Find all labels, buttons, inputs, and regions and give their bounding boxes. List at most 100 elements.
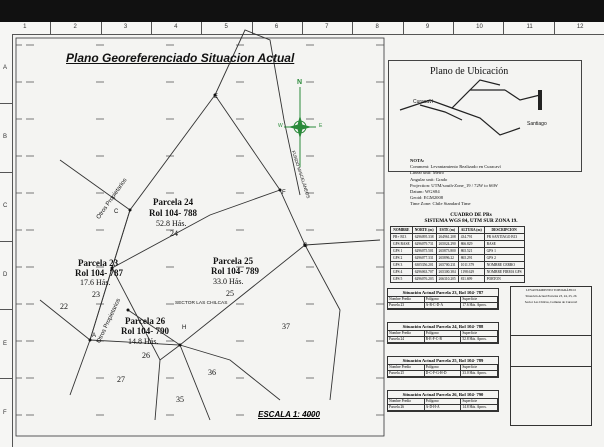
table-cell: Polígono xyxy=(424,331,462,337)
notes-line: Time Zone: Chile Standard Time xyxy=(410,201,471,207)
situacion-title: Situación Actual Parcela 26, Rol 104- 79… xyxy=(388,391,498,399)
grid-row-divider xyxy=(0,171,12,173)
column-header: DESCRIPCION xyxy=(483,226,525,234)
table-cell: GPS 2 xyxy=(390,254,413,262)
table-cell: GPS 1 xyxy=(390,247,413,255)
notes-line: Datum: WGS84 xyxy=(410,189,440,195)
map-notes: NOTA: Comment: Levantamiento Realizado e… xyxy=(410,158,501,208)
boundary-h-36 xyxy=(179,344,281,401)
table-cell: 265700.231 xyxy=(435,261,459,269)
table-cell: 266310.205 xyxy=(435,275,459,283)
parcel-24-rol: Rol 104- 788 xyxy=(149,208,197,218)
location-map-roads xyxy=(399,79,541,136)
grid-column-label: 4 xyxy=(174,24,178,30)
situacion-title: Situación Actual Parcela 23, Rol 104- 78… xyxy=(388,289,498,297)
table-cell: Polígono xyxy=(424,297,462,303)
parcel-24-area: 52.8 Hás. xyxy=(156,219,187,228)
grid-column-divider xyxy=(503,22,505,34)
parcel-25-rol: Rol 104- 789 xyxy=(211,266,259,276)
vertex-h-label: H xyxy=(182,325,187,331)
map-scale: ESCALA 1: 4000 xyxy=(258,410,320,419)
table-cell: GPS 3 xyxy=(390,261,413,269)
grid-column-divider xyxy=(201,22,203,34)
title-block-signature-area xyxy=(511,366,591,407)
location-town-santiago: Santiago xyxy=(527,121,547,127)
notes-line: Comment: Levantamiento Realizado en Cura… xyxy=(410,164,501,170)
situacion-table-25: Situación Actual Parcela 25, Rol 104- 78… xyxy=(387,356,499,378)
parcel-27-number: 27 xyxy=(117,375,125,384)
boundary-lower-left xyxy=(39,299,91,341)
grid-column-divider xyxy=(352,22,354,34)
table-cell: 6296075.501 xyxy=(411,247,437,255)
table-cell: 865.521 xyxy=(457,247,485,255)
table-cell: Nombre Predio xyxy=(388,297,425,303)
location-town-curacavi: Curacaví xyxy=(413,99,434,105)
table-cell: Parcela 24 xyxy=(388,337,425,343)
table-cell: GPS 1 xyxy=(483,247,525,255)
column-header: ALTURA (m) xyxy=(457,226,485,234)
table-cell: GPS 2 xyxy=(483,254,525,262)
grid-column-label: 3 xyxy=(123,24,128,30)
parcel-22-number: 22 xyxy=(60,302,68,311)
notes-heading: NOTA: xyxy=(410,158,425,163)
table-cell: GPS 5 xyxy=(390,275,413,283)
grid-column-divider xyxy=(151,22,152,34)
table-cell: 6296079.731 xyxy=(411,240,437,248)
pr-coordinates-table: NOMBRE NORTE (m) ESTE (m) ALTURA (m) DES… xyxy=(390,226,525,283)
table-cell: 33.0 Hás. Aprox. xyxy=(461,371,499,377)
table-cell: BASE xyxy=(483,240,525,248)
location-map-box xyxy=(388,60,582,172)
notes-line: Angular unit: Grado xyxy=(410,176,448,182)
parcel-23-rol: Rol 104- 787 xyxy=(75,268,123,278)
parcel-36-number: 36 xyxy=(208,368,216,377)
table-cell: Nombre Predio xyxy=(388,399,425,405)
table-cell: 1011.379 xyxy=(457,261,485,269)
map-title: Plano Georeferenciado Situacion Actual xyxy=(66,51,295,65)
parcel-25-area: 33.0 Hás. xyxy=(213,277,244,286)
compass-east-label: E xyxy=(319,123,323,129)
table-header-row: NOMBRE NORTE (m) ESTE (m) ALTURA (m) DES… xyxy=(390,226,525,234)
grid-column-label: 1 xyxy=(23,24,27,30)
parcel-26-name: Parcela 26 xyxy=(125,316,166,326)
title-block-line: LEVANTAMIENTO TOPOGRÁFICO xyxy=(526,288,576,292)
compass-north-label: N xyxy=(297,79,303,86)
situacion-title: Situación Actual Parcela 25, Rol 104- 78… xyxy=(388,357,498,365)
table-cell: 17.6 Hás. Aprox. xyxy=(461,303,499,309)
table-cell: 265300.384 xyxy=(435,268,459,276)
table-cell: 866.829 xyxy=(457,240,485,248)
grid-column-label: 11 xyxy=(526,24,533,30)
vertex-c-label: C xyxy=(114,209,119,215)
boundary-d-h xyxy=(89,339,211,421)
table-cell: 6296095.338 xyxy=(411,233,437,241)
table-cell: Nombre Predio xyxy=(388,331,425,337)
title-block-line: Sector Las Chilcas, Comuna de Curacaví xyxy=(524,300,578,304)
table-cell: GPS BASE xyxy=(390,240,413,248)
table-cell: Superficie xyxy=(461,365,499,371)
grid-row-label: D xyxy=(3,271,8,278)
grid-row-label: B xyxy=(3,134,8,141)
grid-column-divider xyxy=(50,22,52,34)
table-cell: 264961.208 xyxy=(435,233,459,241)
grid-row-divider xyxy=(0,378,12,380)
table-cell: PORTON xyxy=(483,275,525,283)
map-frame xyxy=(15,37,385,437)
parcel-26-area: 14.8 Hás. xyxy=(128,337,159,346)
grid-column-label: 2 xyxy=(73,24,77,30)
parcel-23-number: 23 xyxy=(92,290,100,299)
grid-column-divider xyxy=(100,22,102,34)
column-header: NORTE (m) xyxy=(411,226,437,234)
title-block-line: Situación Actual Parcelas 23, 24, 25, 26 xyxy=(525,294,577,298)
title-block-divider xyxy=(511,335,591,366)
table-cell: 6296076.203 xyxy=(411,275,437,283)
grid-row-label: F xyxy=(3,409,7,416)
